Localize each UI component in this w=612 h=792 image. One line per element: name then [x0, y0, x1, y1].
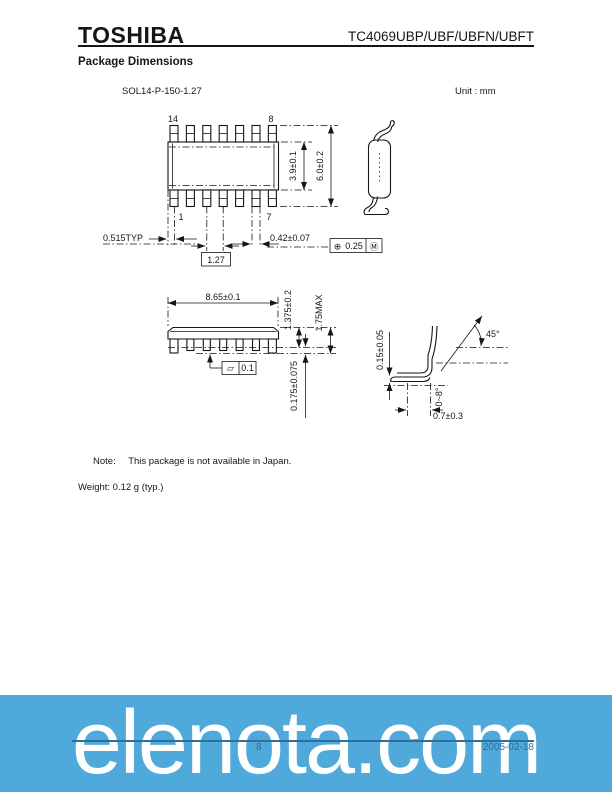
package-note: Note: This package is not available in J…: [93, 456, 291, 467]
dim-lead-angle: 0~8°: [434, 387, 444, 406]
top-pins: [169, 124, 277, 143]
package-code: SOL14-P-150-1.27: [122, 86, 202, 97]
dim-foot-length: 0.7±0.3: [433, 411, 463, 421]
dim-flatness-tol: 0.1: [241, 363, 254, 373]
footer-date: 2005-02-18: [482, 742, 534, 753]
end-view: [363, 120, 395, 216]
watermark-banner: elenota.com 8 2005-02-18: [0, 693, 612, 792]
unit-label: Unit : mm: [455, 86, 496, 97]
front-leads: [169, 338, 277, 354]
dim-body-length: 8.65±0.1: [206, 292, 241, 302]
mmc-icon: Ⓜ: [369, 242, 378, 252]
dim-body-width: 3.9±0.1: [288, 151, 298, 181]
true-position-icon: ⊕: [334, 242, 342, 252]
dim-overall-width: 6.0±0.2: [315, 151, 325, 181]
dim-overall-height: 1.75MAX: [314, 294, 324, 331]
package-drawing: 14 8 1 7 0.515TYP 1.27 0.42±0.07: [103, 114, 508, 421]
dim-position-tol: 0.25: [345, 241, 363, 251]
front-view: 8.65±0.1 1.375±0.2 1.75MAX 0.175±0: [167, 290, 336, 418]
part-number: TC4069UBP/UBF/UBFN/UBFT: [347, 29, 534, 44]
dim-chamfer-angle: 45°: [486, 329, 500, 339]
bottom-pins: [169, 189, 277, 208]
flatness-frame: ▱ 0.1: [207, 354, 257, 375]
dim-lead-width: 0.42±0.07: [270, 233, 310, 243]
top-view: 14 8 1 7 0.515TYP 1.27 0.42±0.07: [103, 114, 383, 267]
watermark-text: elenota.com: [71, 693, 542, 792]
pin-label-1: 1: [178, 212, 183, 222]
pin-label-7: 7: [266, 212, 271, 222]
true-position-frame: ⊕ 0.25 Ⓜ: [329, 238, 383, 253]
footer-rule: [72, 740, 534, 742]
lead-detail-view: 45° 0.15±0.05 0~8° 0.7±0.3: [375, 315, 508, 421]
flatness-icon: ▱: [227, 363, 234, 373]
note-label: Note:: [93, 456, 116, 467]
pin-label-8: 8: [268, 114, 273, 124]
dim-body-thickness: 1.375±0.2: [283, 290, 293, 330]
dim-standoff: 0.175±0.075: [289, 361, 299, 411]
page-title: Package Dimensions: [78, 56, 194, 68]
pin-label-14: 14: [168, 114, 178, 124]
dim-lead-thickness: 0.15±0.05: [375, 330, 385, 370]
dim-edge-to-pin: 0.515TYP: [103, 233, 143, 243]
dim-lead-pitch: 1.27: [207, 255, 225, 265]
note-text: This package is not available in Japan.: [128, 456, 292, 467]
weight-text: Weight: 0.12 g (typ.): [78, 482, 164, 493]
header-rule: [78, 45, 534, 47]
toshiba-logo: TOSHIBA: [78, 22, 185, 48]
footer-page-number: 8: [256, 742, 262, 753]
